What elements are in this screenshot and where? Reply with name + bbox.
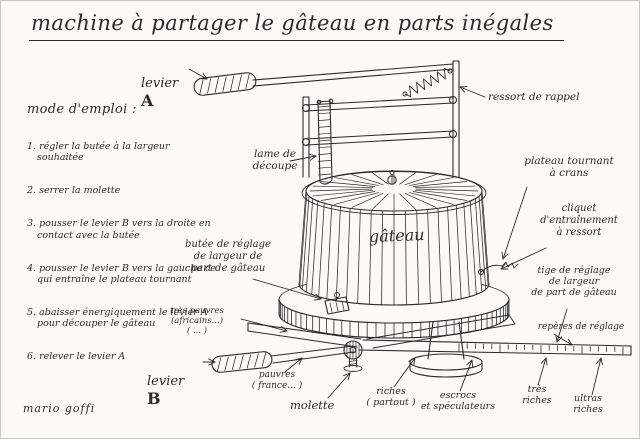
- instruction-step: 5. abaisser énergiquement le levier A po…: [27, 307, 208, 330]
- label-rich: riches ( partout ): [366, 386, 416, 409]
- lever-a: [193, 63, 454, 96]
- instructions: mode d'emploi : 1. régler la butée à la …: [27, 83, 219, 384]
- frame: [301, 60, 460, 178]
- lever-b-letter: B: [147, 388, 161, 408]
- instruction-step: 2. serrer la molette: [27, 185, 121, 197]
- instruction-step: 6. relever le levier A: [27, 351, 126, 363]
- signature-year: 2019: [23, 437, 95, 438]
- blade: [316, 98, 334, 185]
- label-lever-a: levier A: [141, 54, 178, 111]
- label-thumbwheel: molette: [290, 398, 335, 412]
- instructions-heading: mode d'emploi :: [27, 101, 137, 117]
- label-return-spring: ressort de rappel: [488, 91, 580, 103]
- lever-a-word: levier: [141, 75, 179, 91]
- signature-name: mario goffi: [23, 401, 96, 415]
- stop-block: [324, 292, 350, 315]
- page-title: machine à partager le gâteau en parts in…: [29, 11, 564, 41]
- label-adjust-rod: tige de réglage de largeur de part de gâ…: [531, 265, 617, 299]
- label-stop-block: butée de réglage de largeur de part de g…: [185, 239, 271, 274]
- instruction-step: 1. régler la butée à la largeur souhaité…: [27, 141, 170, 164]
- instruction-step: 3. pousser le levier B vers la droite en…: [27, 218, 211, 241]
- pedestal: [409, 321, 483, 378]
- label-cake: gâteau: [368, 225, 425, 246]
- label-adjust-marks: repères de réglage: [537, 322, 625, 332]
- label-crooks: escrocs et spéculateurs: [420, 390, 496, 413]
- label-blade: lame de découpe: [252, 148, 298, 173]
- ruler: [358, 339, 632, 356]
- label-lever-b: levier B: [147, 352, 184, 409]
- label-very-rich: très riches: [522, 384, 552, 407]
- lever-a-letter: A: [141, 90, 154, 110]
- thumbwheel: [343, 340, 363, 372]
- lever-b-word: levier: [147, 373, 185, 389]
- instruction-step: 4. pousser le levier B vers la gauche ce…: [27, 262, 216, 285]
- signature: mario goffi 2019: [23, 384, 96, 438]
- cake: [298, 170, 490, 306]
- return-spring: [402, 67, 453, 98]
- leader-lines: [188, 68, 603, 399]
- label-ultra-rich: ultras riches: [573, 393, 603, 416]
- label-turntable: plateau tournant à crans: [524, 155, 614, 180]
- label-pawl: cliquet d'entraînement à ressort: [540, 203, 618, 238]
- lever-b: [211, 345, 355, 373]
- label-poor: pauvres ( france... ): [251, 370, 303, 391]
- label-very-poor: très pauvres (africains...) ( ... ): [170, 306, 224, 337]
